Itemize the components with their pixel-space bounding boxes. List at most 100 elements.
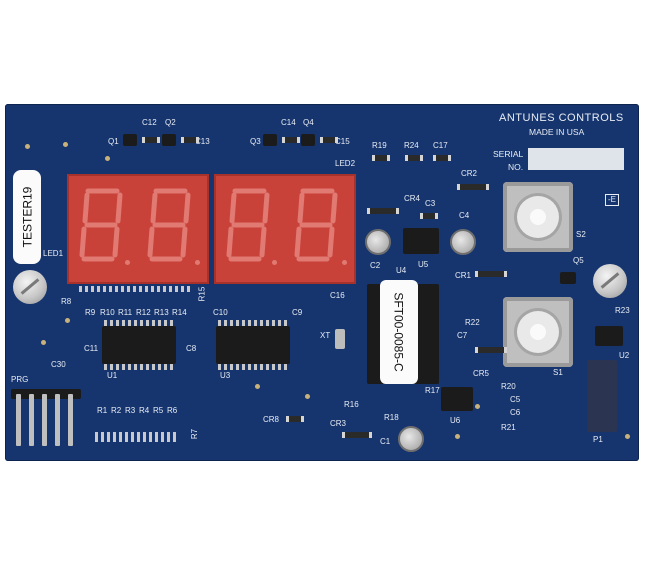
resistor-array — [95, 432, 179, 442]
silk-c14: C14 — [281, 118, 296, 127]
silk-r9: R9 — [85, 308, 96, 317]
diode-cr3 — [342, 432, 372, 438]
electrolytic-cap-c4 — [450, 229, 476, 255]
ic-u3-pins — [218, 320, 288, 326]
resistor-r24 — [405, 155, 423, 161]
silk-r19: R19 — [372, 141, 387, 150]
header-pin — [29, 394, 34, 446]
silk-r1: R1 — [97, 406, 108, 415]
digit-2 — [147, 188, 191, 262]
silk-c17: C17 — [433, 141, 448, 150]
transistor-q4 — [301, 134, 315, 146]
via — [65, 318, 70, 323]
connector-p1 — [587, 360, 617, 432]
header-pin — [42, 394, 47, 446]
silk-q2: Q2 — [165, 118, 176, 127]
silk-u6: U6 — [450, 416, 461, 425]
header-pin — [68, 394, 73, 446]
brand-label: ANTUNES CONTROLS — [499, 112, 624, 124]
silk-r2: R2 — [111, 406, 122, 415]
decimal-point — [272, 260, 277, 265]
silk-r15: R15 — [197, 286, 207, 302]
silk-r18: R18 — [384, 413, 399, 422]
decimal-point — [195, 260, 200, 265]
ic-u5 — [403, 228, 439, 254]
silk-r7: R7 — [190, 428, 200, 440]
silk-u5: U5 — [418, 260, 429, 269]
silk-r22: R22 — [465, 318, 480, 327]
digit-1 — [79, 188, 123, 262]
ic-u1 — [102, 326, 176, 364]
silk-u4: U4 — [396, 266, 407, 275]
crystal-xt — [335, 329, 345, 349]
silk-c2: C2 — [370, 261, 381, 270]
silk-cr5: CR5 — [473, 369, 490, 378]
capacitor-c13 — [181, 137, 199, 143]
capacitor-c14 — [282, 137, 300, 143]
part-sticker: SFT00-0085-C — [380, 280, 418, 384]
silk-r21: R21 — [501, 423, 516, 432]
decimal-point — [125, 260, 130, 265]
silk-c5: C5 — [510, 395, 521, 404]
silk-c6: C6 — [510, 408, 521, 417]
ic-u1-pins — [104, 320, 174, 326]
push-button-s2[interactable] — [503, 182, 573, 252]
silk-c4: C4 — [459, 211, 470, 220]
capacitor-c12 — [142, 137, 160, 143]
serial-number-field — [528, 148, 624, 170]
transistor-q2 — [162, 134, 176, 146]
via — [63, 142, 68, 147]
ic-u3 — [216, 326, 290, 364]
tester-sticker: TESTER19 — [13, 170, 41, 264]
silk-q4: Q4 — [303, 118, 314, 127]
via — [255, 384, 260, 389]
silk-r11: R11 — [118, 308, 133, 317]
silk-c13: C13 — [195, 137, 210, 146]
via — [455, 434, 460, 439]
silk-prg: PRG — [11, 375, 29, 384]
silk-r13: R13 — [154, 308, 169, 317]
silk-r20: R20 — [501, 382, 516, 391]
electrolytic-cap-c2 — [365, 229, 391, 255]
ic-u3-pins — [218, 364, 288, 370]
via — [105, 156, 110, 161]
capacitor-c17 — [433, 155, 451, 161]
display-pin-row — [79, 286, 191, 292]
silk-s2: S2 — [576, 230, 586, 239]
diode-cr5 — [475, 347, 507, 353]
silk-c12: C12 — [142, 118, 157, 127]
silk-p1: P1 — [593, 435, 603, 444]
silk-r24: R24 — [404, 141, 419, 150]
via — [25, 144, 30, 149]
silk-u3: U3 — [220, 371, 231, 380]
serial-no-label: NO. — [508, 162, 524, 172]
silk-cr8: CR8 — [263, 415, 280, 424]
silk-c3: C3 — [425, 199, 436, 208]
silk-r14: R14 — [172, 308, 187, 317]
mounting-screw-right — [593, 264, 627, 298]
silk-led1: LED1 — [43, 249, 64, 258]
silk-r16: R16 — [344, 400, 359, 409]
digit-4 — [294, 188, 338, 262]
silk-r5: R5 — [153, 406, 164, 415]
ic-u1-pins — [104, 364, 174, 370]
silk-led2: LED2 — [335, 159, 356, 168]
silk-r8: R8 — [61, 297, 72, 306]
silk-cr2: CR2 — [461, 169, 478, 178]
digit-3 — [226, 188, 270, 262]
origin-label: MADE IN USA — [529, 127, 585, 137]
silk-r4: R4 — [139, 406, 150, 415]
silk-c9: C9 — [292, 308, 303, 317]
part-label: SFT00-0085-C — [392, 292, 406, 372]
ic-u2 — [595, 326, 623, 346]
push-button-s1[interactable] — [503, 297, 573, 367]
capacitor-c15 — [320, 137, 338, 143]
led-display-2 — [214, 174, 356, 284]
diode-cr8 — [286, 416, 304, 422]
transistor-q5 — [560, 272, 576, 284]
silk-s1: S1 — [553, 368, 563, 377]
via — [625, 434, 630, 439]
diode-cr1 — [475, 271, 507, 277]
silk-c1: C1 — [380, 437, 391, 446]
silk-c16: C16 — [330, 291, 345, 300]
